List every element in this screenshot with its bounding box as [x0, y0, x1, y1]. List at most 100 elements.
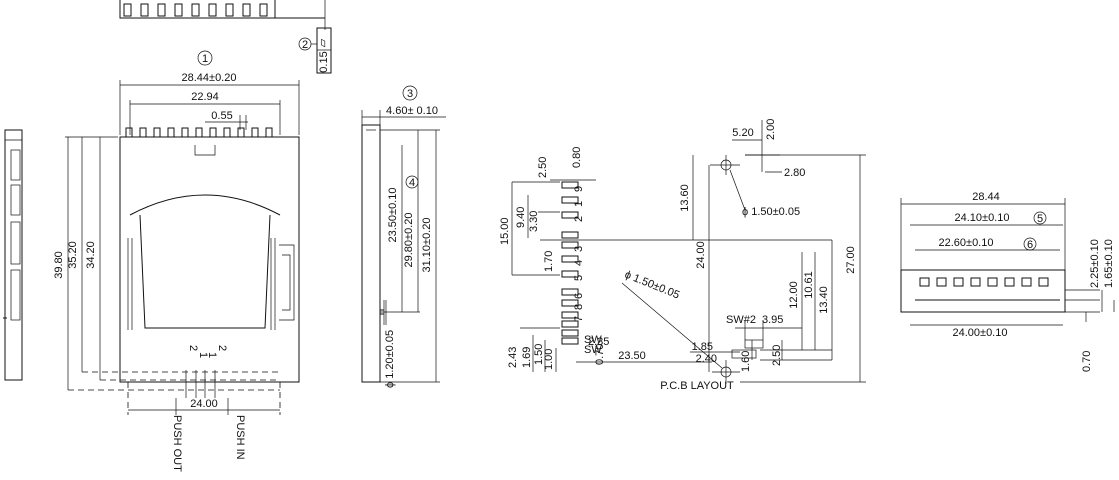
bottom-pin: [953, 277, 964, 287]
callout-6: 6: [1027, 239, 1033, 251]
pcb-13-40: 13.40: [818, 286, 830, 314]
callout-3: 3: [407, 88, 413, 100]
front-pin: [209, 127, 217, 138]
pcb-pad: [561, 270, 579, 278]
dim-side-hole: ϕ 1.20±0.05: [384, 330, 396, 388]
pcb-layout: 5.20 2.00 2.80 ϕ 1.50±0.05 13.60 24.00 2…: [499, 119, 866, 392]
bottom-24-10: 24.10±0.10: [955, 212, 1010, 224]
bottom-pin: [1021, 277, 1032, 287]
flatness-symbol: ▱: [317, 38, 329, 47]
bottom-22-60: 22.60±0.10: [939, 237, 994, 249]
strip-pin: [208, 3, 217, 17]
callout-circle-3: [402, 85, 418, 101]
side-view: 3 4.60± 0.10 23.50±0.10 29.80±0.20 4 31.…: [361, 85, 446, 388]
front-pin: [195, 127, 203, 138]
front-pin: [181, 127, 189, 138]
pcb-pin-number: 3: [573, 246, 585, 252]
pcb-pad: [561, 241, 579, 249]
pcb-10-61: 10.61: [803, 271, 815, 299]
strip-pin: [259, 3, 268, 17]
pcb-12-00: 12.00: [788, 281, 800, 309]
front-pin: [223, 127, 231, 138]
pcb-pad: [561, 311, 579, 319]
strip-pin: [140, 3, 149, 17]
pcb-pad: [561, 337, 579, 345]
pcb-pad: [561, 255, 579, 263]
callout-4: 4: [409, 177, 415, 189]
pcb-2-00: 2.00: [765, 119, 777, 140]
pcb-hole-top-label: ϕ 1.50±0.05: [742, 206, 800, 218]
pcb-sw2: SW#2: [726, 314, 756, 326]
dim-pin-pitch: 0.55: [211, 110, 232, 122]
pcb-1-50: 1.50: [533, 344, 545, 365]
pcb-sw-2: SW: [584, 344, 602, 356]
pcb-1-00: 1.00: [543, 349, 555, 370]
pcb-pad: [561, 181, 579, 189]
dim-small-1: 2: [187, 345, 199, 351]
pcb-pin-number: 8: [573, 304, 585, 310]
dim-h-39-80: 39.80: [53, 251, 65, 279]
callout-circle-5: [1033, 211, 1047, 225]
bottom-2-25: 2.25±0.10: [1089, 239, 1101, 288]
pcb-pin-number: 2: [573, 216, 585, 222]
callout-circle-6: [1023, 237, 1037, 251]
pcb-pin-number: 4: [573, 260, 585, 266]
pcb-pin-number: 5: [573, 275, 585, 281]
pcb-23-50: 23.50: [618, 350, 646, 362]
strip-pin: [225, 3, 234, 17]
pcb-pad: [561, 320, 579, 328]
strip-pin: [242, 3, 251, 17]
pcb-2-40: 2.40: [696, 353, 717, 365]
strip-pin: [157, 3, 166, 17]
flatness-value: 0.15: [318, 51, 330, 72]
front-pin: [251, 127, 259, 138]
front-pin: [265, 127, 273, 138]
dim-small-2: 1: [197, 352, 209, 358]
pcb-2-50-bottom: 2.50: [771, 345, 783, 366]
top-strip-view: ▱ 0.15 2: [119, 0, 332, 74]
pcb-27-00: 27.00: [845, 246, 857, 274]
bottom-28-44: 28.44: [972, 191, 1000, 203]
bottom-0-70: 0.70: [1081, 351, 1093, 372]
pcb-0-70: 0.70: [594, 344, 606, 365]
dim-push-width: 24.00: [190, 398, 218, 410]
pcb-1-69: 1.69: [521, 347, 533, 368]
dim-side-29-80: 29.80±0.20: [403, 213, 415, 268]
pcb-9-40: 9.40: [515, 207, 527, 228]
pcb-pad: [561, 288, 579, 296]
flatness-frame: [316, 27, 332, 74]
pcb-pin-number: 7: [573, 316, 585, 322]
pcb-pad: [561, 329, 579, 337]
callout-2: 2: [302, 39, 308, 51]
pcb-pad: [561, 299, 579, 307]
pcb-2-80: 2.80: [784, 167, 805, 179]
front-pin: [125, 127, 133, 138]
front-view: 1 28.44±0.20 22.94 0.55 39.80 35.20: [53, 50, 300, 472]
bottom-pin: [919, 277, 930, 287]
front-pin: [153, 127, 161, 138]
bottom-pin: [936, 277, 947, 287]
pcb-0-80: 0.80: [571, 147, 583, 168]
callout-circle-4: [405, 175, 419, 189]
dim-thickness: 4.60± 0.10: [386, 105, 438, 117]
strip-pin: [174, 3, 183, 17]
push-in-label: PUSH IN: [234, 415, 246, 460]
dim-side-31-10: 31.10±0.20: [421, 218, 433, 273]
dim-side-23-50: 23.50±0.10: [387, 188, 399, 243]
callout-5: 5: [1037, 213, 1043, 225]
pcb-15-00: 15.00: [499, 217, 511, 245]
bottom-pin: [987, 277, 998, 287]
front-pin: [139, 127, 147, 138]
dim-small-4: 2: [216, 345, 228, 351]
dim-small-3: 1: [206, 352, 218, 358]
dim-overall-width: 28.44±0.20: [182, 72, 237, 84]
callout-circle-1: [197, 50, 213, 66]
pcb-pin-number: 1: [573, 201, 585, 207]
pcb-3-95: 3.95: [762, 314, 783, 326]
pcb-2-35: 2.35: [588, 336, 609, 348]
pcb-1-85: 1.85: [692, 341, 713, 353]
pcb-pad: [561, 211, 579, 219]
pcb-pin-number: 6: [573, 293, 585, 299]
pcb-24-00: 24.00: [695, 241, 707, 269]
